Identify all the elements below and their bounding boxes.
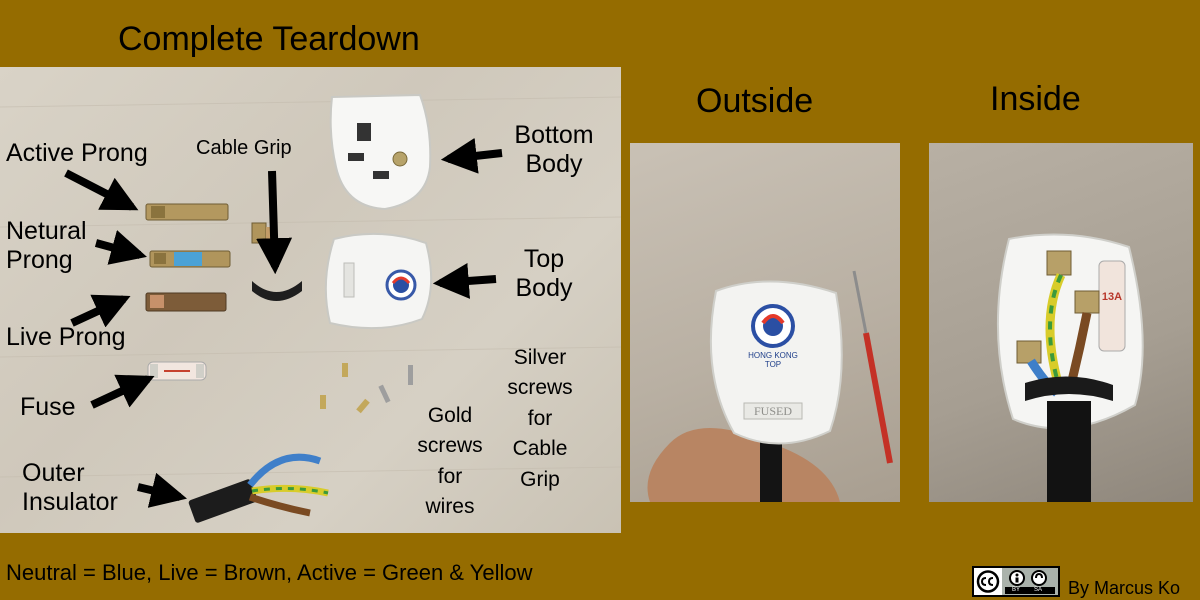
cc-by-text: BY: [1012, 587, 1021, 593]
teardown-arrows: [64, 137, 503, 508]
cc-sa-text: SA: [1034, 587, 1043, 593]
heading-outside: Outside: [696, 82, 814, 120]
screws-part: [320, 363, 413, 414]
neutral-prong-part: [149, 250, 231, 268]
fuse-rating-label: 13A: [1101, 291, 1123, 303]
live-prong-part: [145, 292, 227, 312]
fused-label: FUSED: [753, 404, 792, 418]
outside-illustration: [647, 270, 893, 502]
label-fuse: Fuse: [20, 393, 76, 421]
cc-license-badge[interactable]: BY SA: [972, 566, 1060, 597]
color-legend: Neutral = Blue, Live = Brown, Active = G…: [6, 560, 533, 585]
label-live-prong: Live Prong: [6, 323, 126, 351]
wire-bundle-part: [188, 453, 329, 523]
badge-text: HONG KONG TOP: [748, 351, 798, 369]
top-body-part: [324, 232, 433, 330]
inside-illustration: [996, 233, 1144, 502]
author-credit: By Marcus Ko: [1068, 578, 1181, 598]
fuse-part: [147, 361, 207, 381]
teardown-illustration: [0, 93, 621, 523]
bottom-body-part: [329, 93, 432, 211]
inside-fuse: [1098, 260, 1126, 352]
cc-icon: [974, 568, 1055, 595]
active-prong-part: [145, 203, 229, 221]
heading-complete-teardown: Complete Teardown: [118, 20, 420, 58]
outside-photo: HONG KONG TOP FUSED: [630, 143, 900, 502]
heading-inside: Inside: [990, 80, 1081, 118]
label-active-prong: Active Prong: [6, 139, 148, 167]
inside-photo: 13A: [929, 143, 1193, 502]
label-cable-grip: Cable Grip: [196, 137, 292, 159]
